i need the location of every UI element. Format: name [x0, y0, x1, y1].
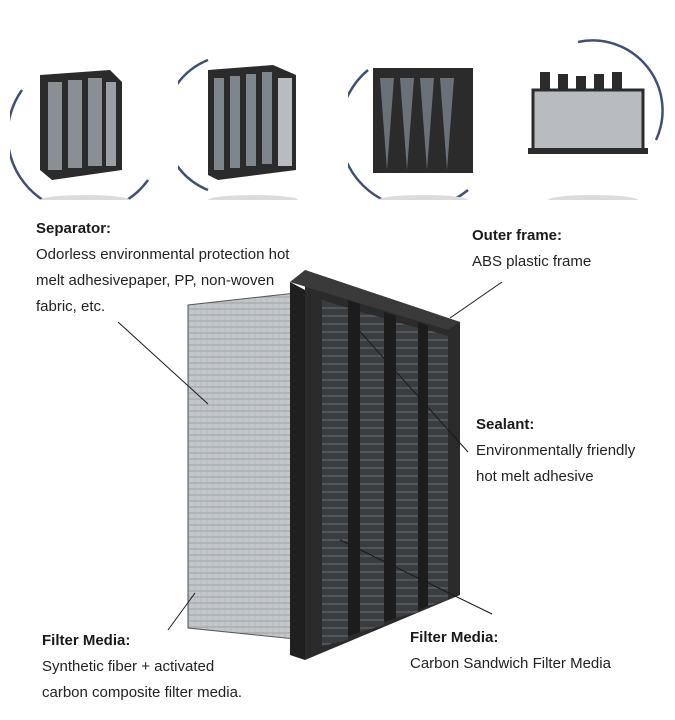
- outer-frame-leader-line: [449, 281, 503, 319]
- sealant-title: Sealant:: [476, 416, 535, 433]
- thumbnail-4: [528, 39, 664, 200]
- separator-desc-line-2: melt adhesivepaper, PP, non-woven: [36, 272, 275, 289]
- filter-media-left-leader-line: [167, 592, 196, 631]
- separator-leader-line: [117, 321, 209, 405]
- filter-media-right-leader-line: [339, 539, 493, 615]
- separator-desc-line-3: fabric, etc.: [36, 298, 106, 315]
- sealant-desc-line-2: hot melt adhesive: [476, 468, 594, 485]
- outer-frame-desc-line-1: ABS plastic frame: [472, 253, 592, 270]
- outer-frame-annotation: Outer frame: ABS plastic frame: [472, 223, 591, 275]
- separator-annotation: Separator: Odorless environmental protec…: [36, 216, 289, 320]
- outer-frame-title: Outer frame:: [472, 227, 563, 244]
- thumbnail-3: [348, 68, 473, 200]
- filter-media-left-annotation: Filter Media: Synthetic fiber + activate…: [42, 628, 242, 706]
- thumbnail-1: [10, 70, 150, 200]
- thumbnail-2: [178, 58, 298, 200]
- filter-media-right-desc-line-1: Carbon Sandwich Filter Media: [410, 655, 611, 672]
- filter-media-left-desc-line-2: carbon composite filter media.: [42, 684, 243, 701]
- separator-title: Separator:: [36, 220, 112, 237]
- separator-desc-line-1: Odorless environmental protection hot: [36, 246, 290, 263]
- sealant-annotation: Sealant: Environmentally friendly hot me…: [476, 412, 635, 490]
- sealant-leader-line: [354, 325, 469, 453]
- sealant-desc-line-1: Environmentally friendly: [476, 442, 636, 459]
- filter-media-right-title: Filter Media:: [410, 629, 499, 646]
- filter-media-left-desc-line-1: Synthetic fiber + activated: [42, 658, 215, 675]
- filter-media-right-annotation: Filter Media: Carbon Sandwich Filter Med…: [410, 625, 611, 677]
- filter-media-left-title: Filter Media:: [42, 632, 131, 649]
